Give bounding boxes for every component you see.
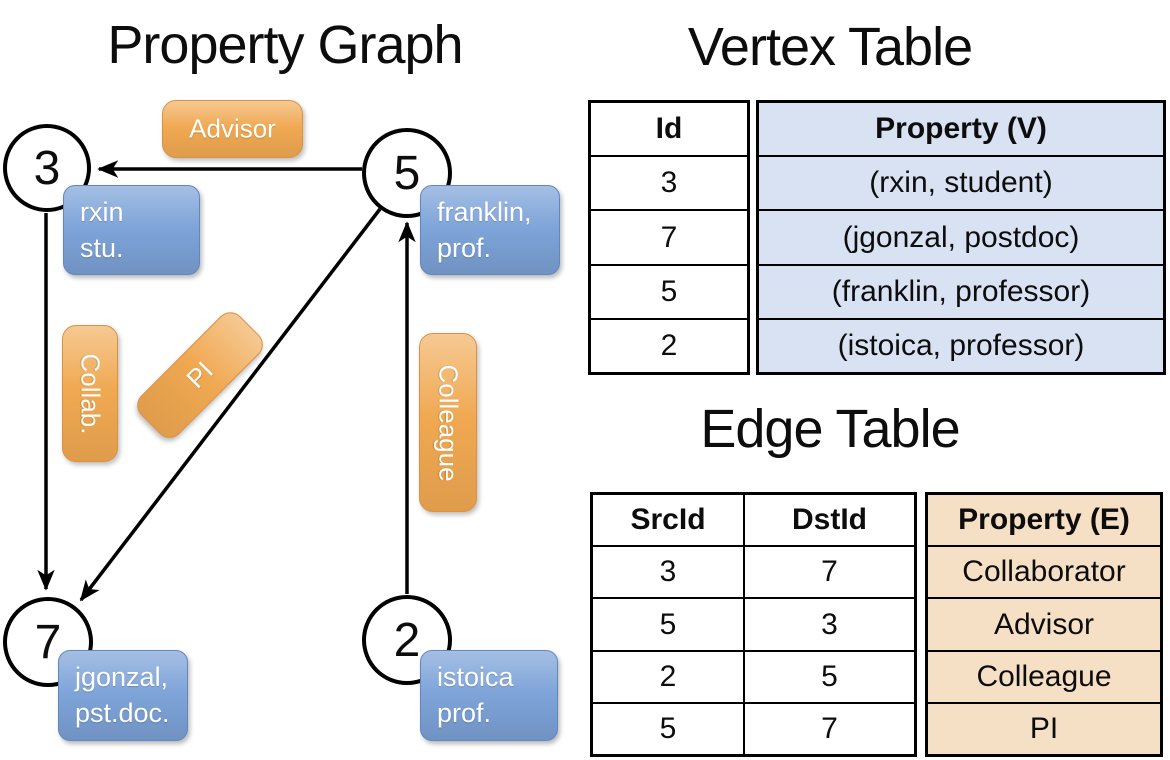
vertex-prop-box-7: jgonzal, pst.doc.	[58, 650, 188, 741]
vertex-table-id-cell: 3	[591, 155, 747, 209]
vertex-table-property-cell: (rxin, student)	[759, 155, 1163, 209]
vertex-table-property-header: Property (V)	[875, 112, 1047, 146]
edge-table-srcid-cell: 5	[593, 599, 745, 650]
edge-table-property-column: Property (E) Collaborator Advisor Collea…	[925, 492, 1163, 757]
edge-table-row: 2 5	[593, 649, 914, 702]
edge-label-collab-text: Collab.	[75, 353, 106, 434]
graph-node-3-id: 3	[33, 141, 61, 195]
property-graph-title: Property Graph	[107, 15, 463, 75]
edge-table-dstid-cell: 7	[821, 555, 838, 589]
vertex-prop-box-2-line2: prof.	[437, 698, 492, 728]
edge-label-advisor: Advisor	[162, 100, 303, 158]
edge-table-property-cell: Colleague	[928, 649, 1160, 702]
vertex-table-title: Vertex Table	[687, 17, 973, 77]
vertex-table-property-cell: (istoica, professor)	[759, 317, 1163, 372]
vertex-prop-box-5: franklin, prof.	[420, 185, 560, 275]
vertex-prop-box-2-line1: istoica	[437, 662, 514, 692]
graph-node-3: 3	[3, 124, 91, 212]
vertex-prop-box-3-line1: rxin	[80, 197, 124, 227]
graph-node-5-id: 5	[393, 146, 421, 200]
edge-table-dstid-cell: 3	[821, 607, 838, 641]
edge-table-dstid-cell: 7	[821, 711, 838, 745]
edge-table-title: Edge Table	[700, 399, 960, 459]
edge-table-dstid-header: DstId	[792, 503, 867, 537]
graph-node-2-id: 2	[393, 613, 421, 667]
edge-label-collab: Collab.	[62, 325, 118, 462]
edge-table-property-cell: Collaborator	[928, 545, 1160, 597]
vertex-prop-box-3: rxin stu.	[63, 185, 200, 275]
vertex-prop-box-7-line1: jgonzal,	[75, 662, 169, 692]
edge-table-srcid-cell: 3	[593, 547, 745, 598]
vertex-table-id-cell: 2	[591, 317, 747, 372]
edge-table-row: 3 7	[593, 545, 914, 598]
vertex-prop-box-3-line2: stu.	[80, 233, 124, 263]
edge-pi-arrow	[79, 207, 382, 602]
graph-node-7-id: 7	[34, 615, 62, 669]
vertex-table-id-cell: 5	[591, 263, 747, 318]
vertex-prop-box-5-line1: franklin,	[437, 197, 532, 227]
vertex-table-id-column: Id 3 7 5 2	[588, 100, 750, 375]
edge-table-property-cell: PI	[928, 701, 1160, 754]
vertex-prop-box-2: istoica prof.	[420, 650, 558, 741]
edge-table-property-cell: Advisor	[928, 597, 1160, 649]
edge-table-property-header: Property (E)	[958, 503, 1130, 537]
vertex-prop-box-7-line2: pst.doc.	[75, 698, 170, 728]
edge-table-header-row: SrcId DstId	[593, 495, 914, 546]
vertex-table-property-cell: (franklin, professor)	[759, 263, 1163, 318]
vertex-table-id-cell: 7	[591, 209, 747, 263]
edge-table-srcid-header: SrcId	[593, 495, 745, 546]
edge-table-row: 5 3	[593, 597, 914, 650]
edge-label-colleague-text: Colleague	[433, 363, 464, 482]
edge-table-id-columns: SrcId DstId 3 7 5 3 2 5 5 7	[590, 492, 917, 757]
edge-label-advisor-text: Advisor	[189, 113, 276, 144]
vertex-prop-box-5-line2: prof.	[437, 233, 492, 263]
edge-table-srcid-cell: 5	[593, 703, 745, 755]
vertex-table-id-header: Id	[655, 112, 683, 146]
edge-label-pi-text: PI	[180, 355, 219, 394]
edge-label-colleague: Colleague	[419, 333, 477, 512]
edge-table-dstid-cell: 5	[821, 659, 838, 693]
vertex-table-property-column: Property (V) (rxin, student) (jgonzal, p…	[756, 100, 1166, 375]
vertex-table-property-cell: (jgonzal, postdoc)	[759, 209, 1163, 263]
edge-table-srcid-cell: 2	[593, 651, 745, 702]
edge-table-row: 5 7	[593, 701, 914, 755]
